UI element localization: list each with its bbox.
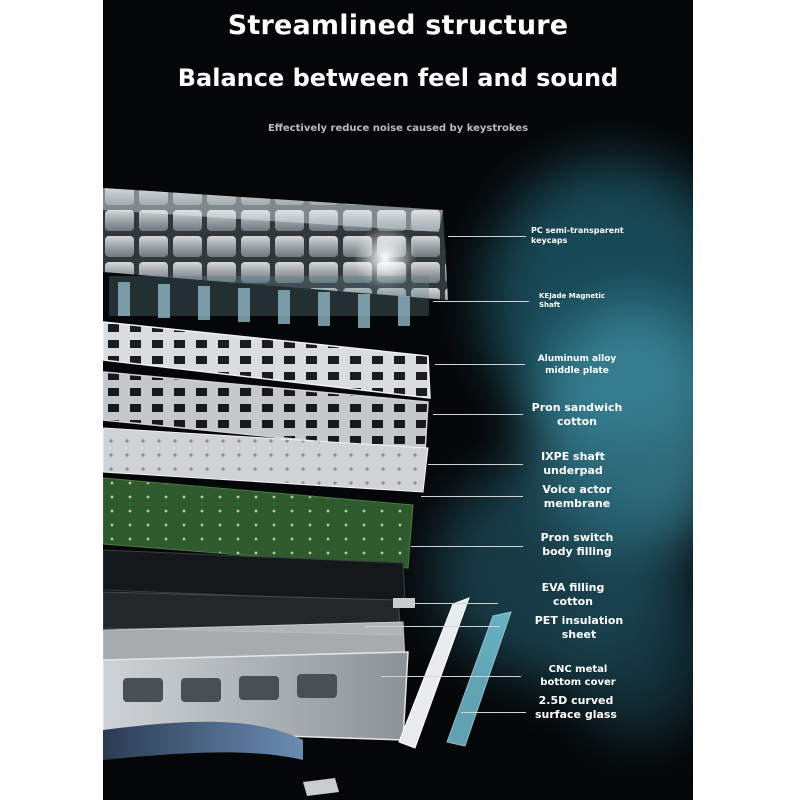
light-flare: [353, 226, 417, 290]
leader-line: [433, 301, 529, 302]
layer-label-sandwich-cotton: Pron sandwich cotton: [527, 401, 627, 430]
layer-label-line: Shaft: [539, 301, 561, 310]
layer-label-bottom-cover: CNC metal bottom cover: [527, 663, 629, 689]
leader-line: [365, 626, 500, 627]
subtitle: Balance between feel and sound: [177, 64, 619, 92]
layer-label-line: cotton: [557, 415, 597, 429]
layer-label-line: PET insulation: [534, 614, 624, 627]
layer-label-line: keycaps: [531, 236, 568, 246]
layer-label-line: Voice actor: [542, 483, 612, 496]
smoke-glow: [563, 560, 693, 740]
leader-line: [433, 414, 523, 415]
leader-line: [461, 712, 526, 713]
leader-line: [448, 236, 526, 237]
ixpe-underpad-layer: [103, 427, 429, 493]
layer-label-line: cotton: [553, 595, 593, 609]
pcb-membrane-layer: [103, 477, 414, 569]
layer-label-line: membrane: [543, 497, 611, 511]
middle-plate-layer: [103, 321, 431, 399]
layer-label-line: bottom cover: [540, 677, 616, 688]
keycaps-top-highlight: [103, 188, 443, 232]
tagline: Effectively reduce noise caused by keyst…: [267, 123, 529, 134]
leader-line: [428, 464, 523, 465]
leader-line: [403, 603, 498, 604]
layer-label-line: 2.5D curved: [538, 694, 614, 707]
main-title: Streamlined structure: [227, 10, 569, 41]
layer-label-pet-sheet: PET insulation sheet: [527, 614, 631, 643]
layer-label-line: EVA filling: [541, 581, 605, 594]
layer-label-ixpe-underpad: IXPE shaft underpad: [527, 450, 619, 479]
keyboard-exploded-illustration: [103, 188, 512, 796]
bottom-cover-cutouts: [123, 674, 337, 702]
leader-line: [421, 496, 523, 497]
layer-label-line: IXPE shaft: [541, 450, 605, 463]
layer-label-eva-cotton: EVA filling cotton: [527, 581, 619, 610]
layer-label-line: PC semi-transparent: [531, 226, 624, 235]
layer-label-curved-glass: 2.5D curved surface glass: [527, 694, 625, 723]
leader-line: [411, 546, 523, 547]
magnetic-shaft-layer: [109, 276, 429, 328]
layer-label-line: body filling: [542, 545, 612, 559]
layer-label-line: underpad: [543, 464, 603, 478]
layer-label-line: surface glass: [535, 708, 617, 722]
curved-base: [103, 721, 303, 760]
product-panel: Streamlined structure Balance between fe…: [103, 0, 693, 800]
glass-frame-piece: [398, 597, 470, 749]
layer-label-line: CNC metal: [548, 664, 608, 675]
layer-label-shaft: KEJade Magnetic Shaft: [539, 292, 605, 310]
leader-line: [435, 364, 525, 365]
layer-label-line: middle plate: [545, 365, 609, 376]
layer-label-keycaps: PC semi-transparent keycaps: [531, 226, 624, 247]
loose-part: [303, 778, 339, 796]
leader-line: [381, 676, 521, 677]
layer-label-line: Aluminum alloy: [537, 354, 617, 364]
layer-label-line: KEJade Magnetic: [539, 292, 606, 300]
layer-label-line: Pron sandwich: [531, 401, 623, 414]
layer-label-membrane: Voice actor membrane: [527, 483, 627, 512]
layer-label-switch-filling: Pron switch body filling: [527, 531, 627, 560]
layer-label-middle-plate: Aluminum alloy middle plate: [527, 354, 627, 377]
layer-label-line: sheet: [561, 628, 597, 642]
layer-label-line: Pron switch: [540, 531, 614, 544]
